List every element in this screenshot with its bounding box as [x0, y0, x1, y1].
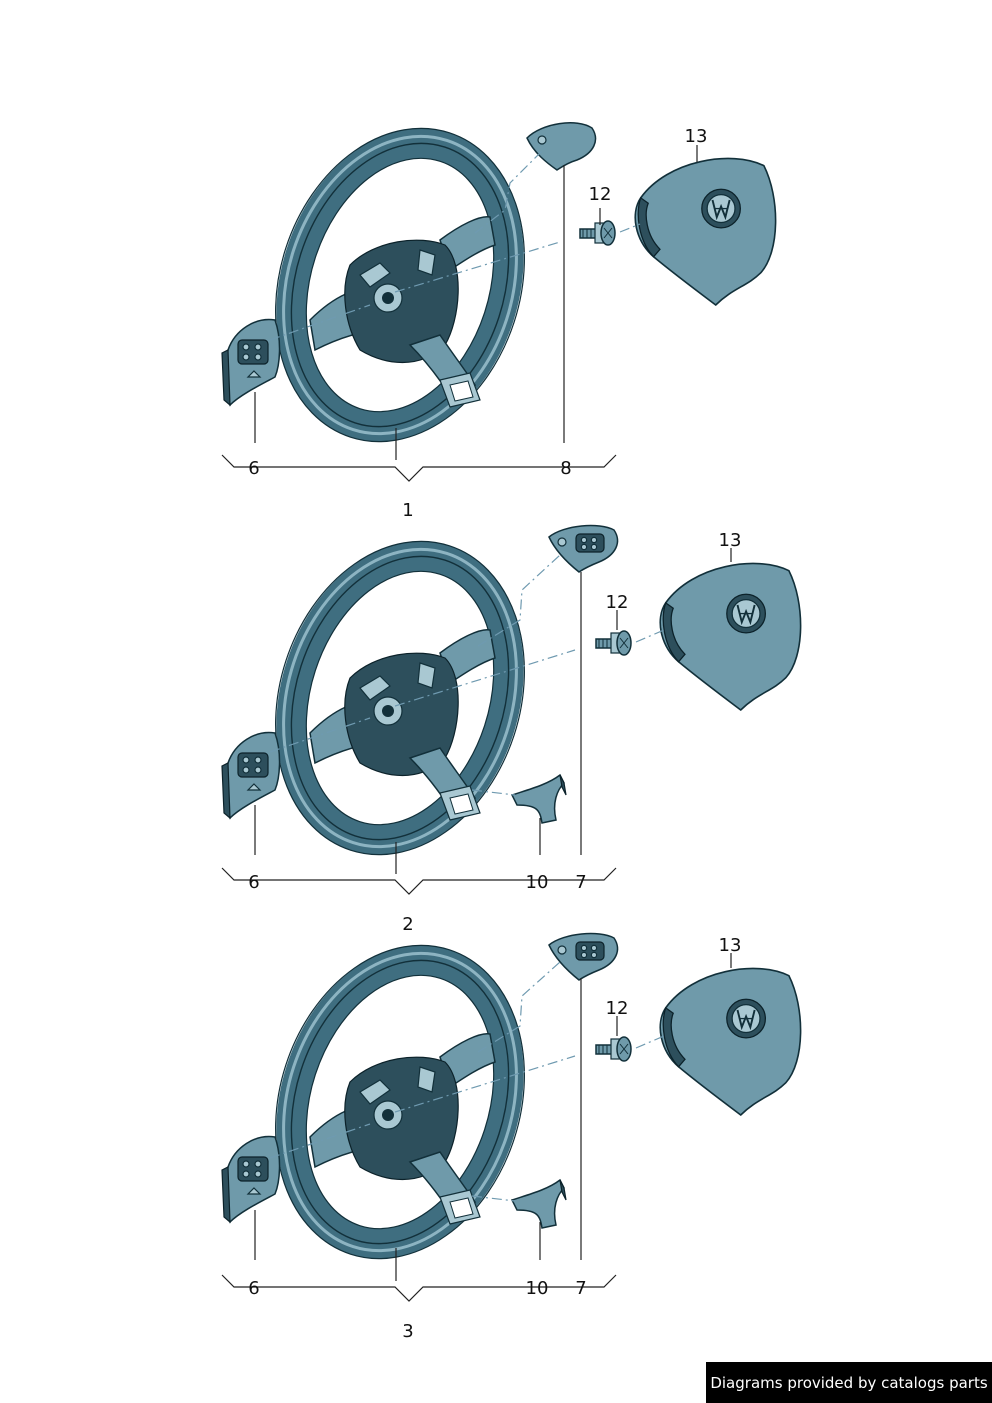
callout-7-group-2: 7: [575, 872, 586, 893]
callout-12-group-2: 12: [606, 592, 629, 613]
callout-13-group-2: 13: [719, 530, 742, 551]
callout-12-group-1: 12: [589, 184, 612, 205]
group-label-2: 2: [402, 914, 413, 935]
steering-wheel-1[interactable]: [236, 96, 563, 475]
left-switch-3[interactable]: [221, 1135, 281, 1223]
footer-credit: Diagrams provided by catalogs parts: [706, 1362, 992, 1403]
steering-wheel-2[interactable]: [236, 509, 563, 888]
left-switch-2[interactable]: [221, 731, 281, 819]
assembly-group-2: 6 10 7 12 13 2: [221, 509, 802, 935]
group-label-3: 3: [402, 1321, 413, 1342]
right-cover-1[interactable]: [526, 122, 597, 171]
bolt-3[interactable]: [595, 1036, 632, 1062]
callout-10-group-2: 10: [526, 872, 549, 893]
right-switch-2[interactable]: [548, 524, 619, 573]
group-label-1: 1: [402, 500, 413, 521]
callout-6-group-3: 6: [248, 1278, 259, 1299]
right-switch-3[interactable]: [548, 932, 619, 981]
assembly-group-3: 6 10 7 12 13 3: [221, 913, 802, 1342]
assembly-group-1: 6 8 12 13 1: [221, 96, 777, 521]
bolt-2[interactable]: [595, 630, 632, 656]
callout-6-group-2: 6: [248, 872, 259, 893]
airbag-2[interactable]: [659, 562, 802, 711]
callout-13-group-3: 13: [719, 935, 742, 956]
trim-cover-2[interactable]: [511, 774, 567, 824]
callout-6-group-1: 6: [248, 458, 259, 479]
steering-wheel-3[interactable]: [236, 913, 563, 1292]
callout-10-group-3: 10: [526, 1278, 549, 1299]
trim-cover-3[interactable]: [511, 1179, 567, 1229]
bolt-1[interactable]: [579, 220, 616, 246]
left-switch-1[interactable]: [221, 318, 281, 406]
callout-13-group-1: 13: [685, 126, 708, 147]
callout-7-group-3: 7: [575, 1278, 586, 1299]
airbag-1[interactable]: [634, 157, 777, 306]
airbag-3[interactable]: [659, 967, 802, 1116]
footer-text: Diagrams provided by catalogs parts: [710, 1373, 988, 1392]
callout-8-group-1: 8: [560, 458, 571, 479]
callout-12-group-3: 12: [606, 998, 629, 1019]
